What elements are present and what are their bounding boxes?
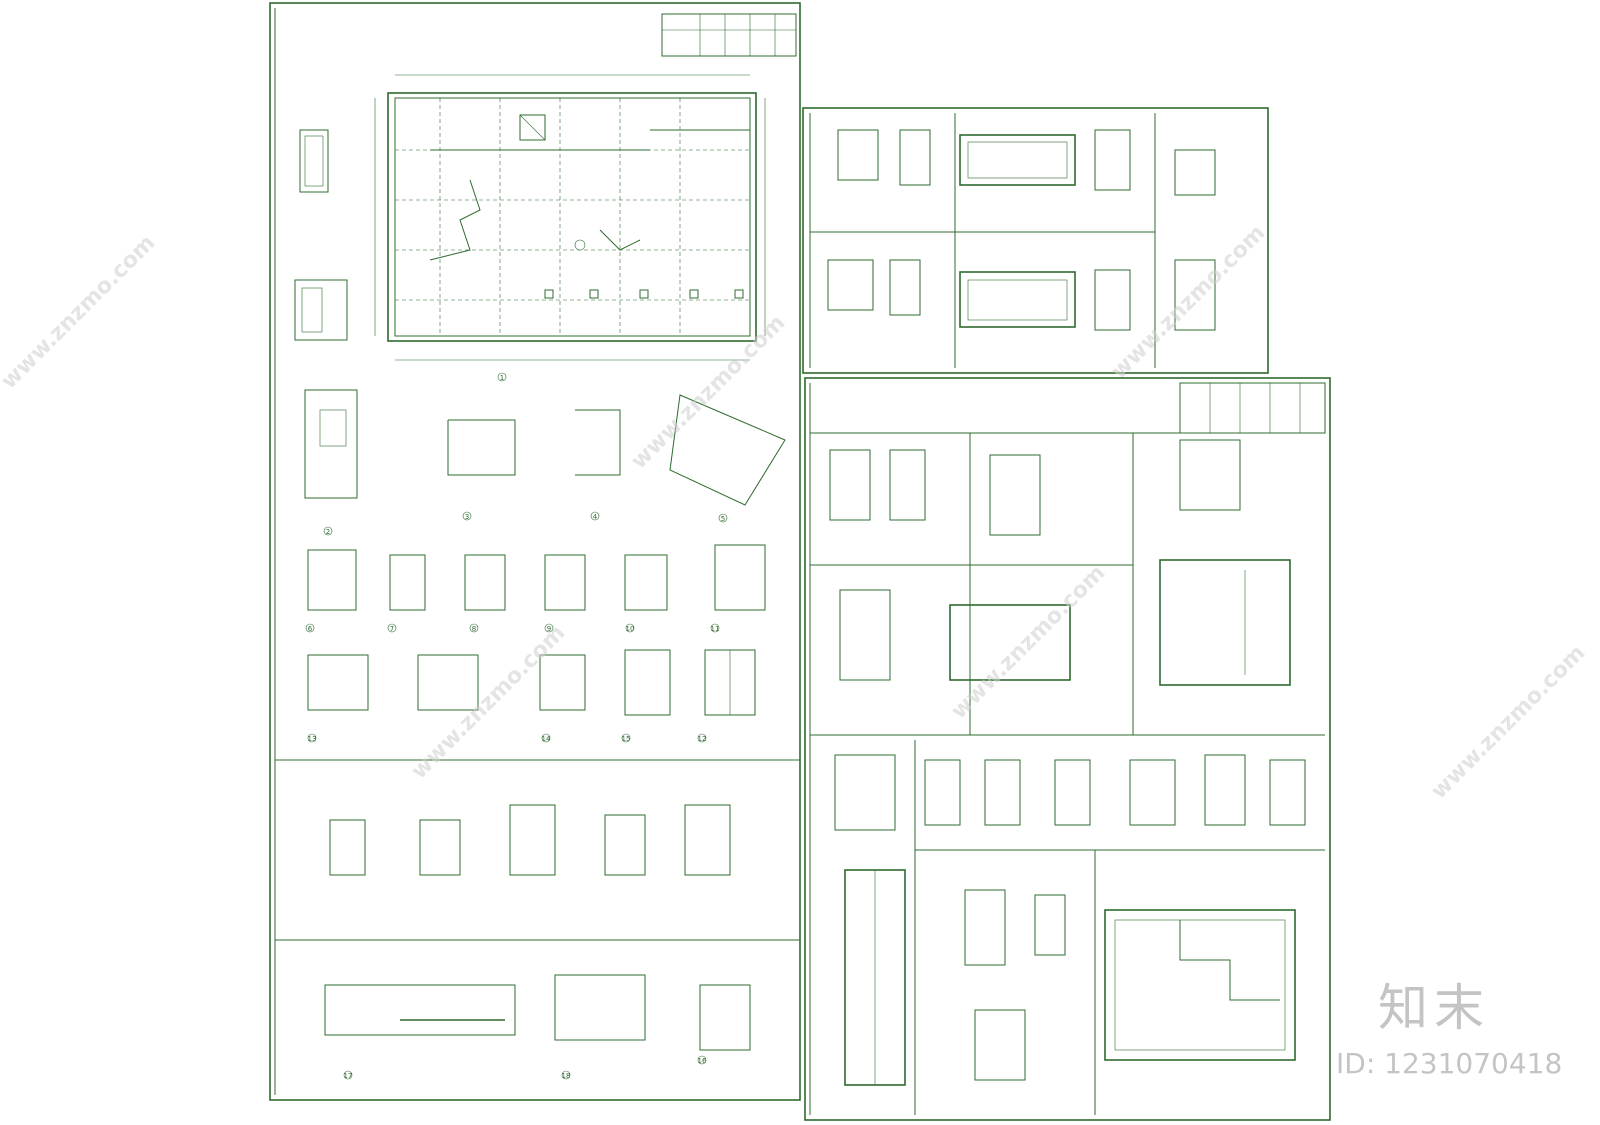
- watermark-layer: www.znzmo.com www.znzmo.com www.znzmo.co…: [0, 220, 1590, 804]
- detail-number-13: 13: [308, 735, 317, 743]
- top-right-sheet: [802, 107, 1269, 374]
- image-id-label: ID: 1231070418: [1336, 1047, 1563, 1080]
- section-row-a: [307, 544, 766, 611]
- detail-number-4: 4: [593, 513, 598, 521]
- detail-number-1: 1: [500, 374, 504, 382]
- detail-number-2: 2: [326, 528, 330, 536]
- detail-number-9: 9: [547, 625, 551, 633]
- detail-number-7: 7: [390, 625, 394, 633]
- detail-number-6: 6: [308, 625, 313, 633]
- detail-number-11: 11: [711, 625, 720, 633]
- detail-number-14: 14: [542, 735, 551, 743]
- section-row-d: [324, 974, 751, 1051]
- section-row-c: [329, 804, 731, 876]
- watermark-text: www.znzmo.com: [1107, 220, 1271, 384]
- bottom-right-sheet: [804, 377, 1331, 1121]
- watermark-text: www.znzmo.com: [0, 230, 160, 394]
- detail-number-8: 8: [472, 625, 476, 633]
- main-floor-plan: [374, 74, 766, 361]
- detail-number-5: 5: [721, 515, 725, 523]
- brand-logo: 知末: [1378, 979, 1490, 1037]
- detail-number-16: 16: [698, 1057, 707, 1065]
- watermark-text: www.znzmo.com: [1427, 640, 1591, 804]
- detail-number-12: 12: [698, 735, 707, 743]
- detail-markers: 1 2 3 4 5 6 7 8 9 10 11 12 13 14 15 16 1…: [305, 372, 728, 1080]
- detail-number-15: 15: [622, 735, 631, 743]
- left-sheet: [269, 2, 801, 1101]
- detail-number-18: 18: [562, 1072, 571, 1080]
- section-row-b: [307, 649, 756, 716]
- watermark-text: www.znzmo.com: [627, 310, 791, 474]
- detail-number-10: 10: [626, 625, 635, 633]
- detail-number-17: 17: [344, 1072, 353, 1080]
- watermark-text: www.znzmo.com: [947, 560, 1111, 724]
- detail-number-3: 3: [465, 513, 469, 521]
